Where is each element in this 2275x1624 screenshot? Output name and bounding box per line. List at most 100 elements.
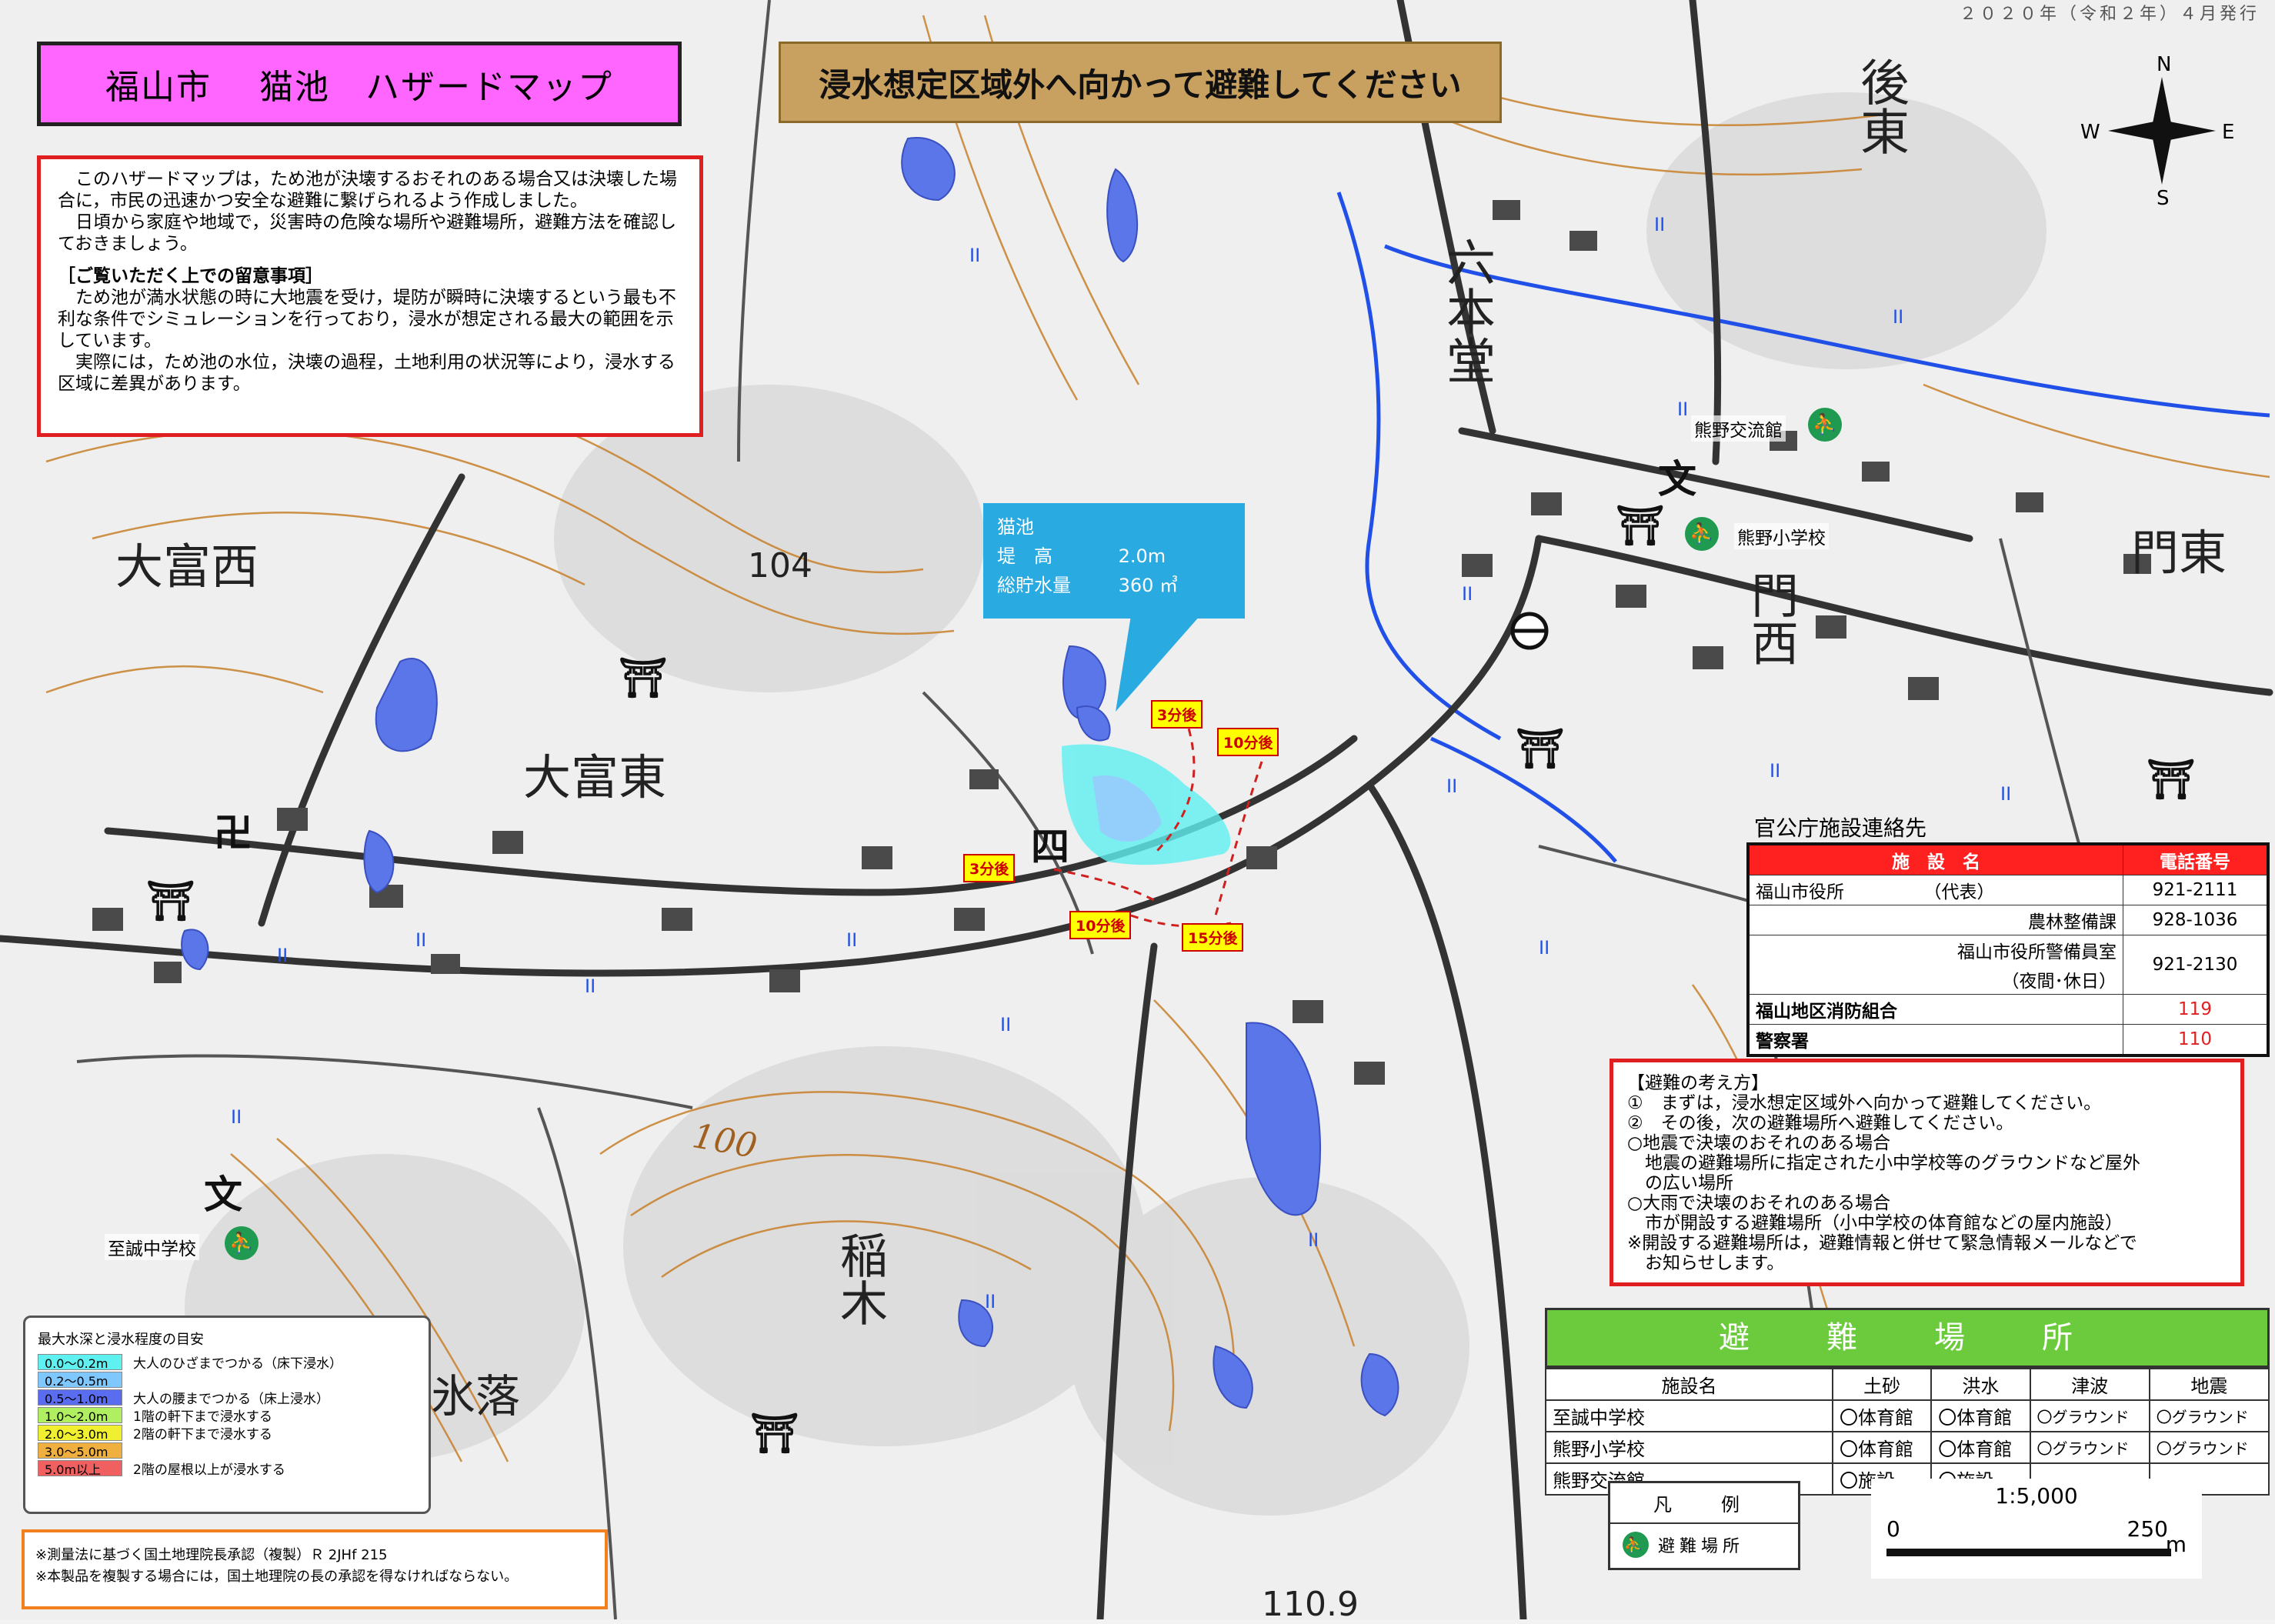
shelter-header: 土砂 bbox=[1831, 1368, 1933, 1401]
compass-w: W bbox=[2080, 121, 2100, 144]
contact-name: （夜間･休日） bbox=[1747, 965, 2123, 995]
facility-shisei-junior[interactable]: 至誠中学校 bbox=[105, 1234, 199, 1260]
svg-text:II: II bbox=[415, 929, 426, 951]
svg-text:II: II bbox=[277, 945, 288, 966]
map-title-text: 福山市 猫池 ハザードマップ bbox=[105, 68, 613, 107]
contacts-title: 官公庁施設連絡先 bbox=[1754, 815, 1927, 841]
contacts-header-phone: 電話番号 bbox=[2123, 843, 2269, 875]
depth-description: 2階の屋根以上が浸水する bbox=[133, 1462, 285, 1478]
depth-swatch: 0.2〜0.5m bbox=[38, 1372, 122, 1389]
pond-info-callout: 猫池 堤 高 2.0m 総貯水量 360 ㎥ bbox=[983, 503, 1245, 619]
shelter-header: 施設名 bbox=[1545, 1368, 1833, 1401]
shelter-cell: 〇グラウンド bbox=[2148, 1431, 2270, 1464]
facility-kumano-center[interactable]: 熊野交流館 bbox=[1691, 415, 1786, 442]
svg-text:⛩: ⛩ bbox=[1616, 503, 1664, 548]
svg-text:四: 四 bbox=[1031, 825, 1069, 869]
scale-bar-line bbox=[1886, 1549, 2171, 1556]
notice-line-2: ※本製品を複製する場合には，国土地理院の長の承認を得なければならない。 bbox=[35, 1569, 519, 1585]
legend-item: ⛹ 避難場所 bbox=[1610, 1524, 1798, 1566]
place-ushiro-higashi: 後東 bbox=[1852, 57, 1909, 155]
depth-swatch: 0.5〜1.0m bbox=[38, 1389, 122, 1406]
svg-text:II: II bbox=[985, 1291, 996, 1312]
legend-item-label: 避難場所 bbox=[1658, 1537, 1745, 1556]
svg-text:II: II bbox=[1308, 1229, 1319, 1251]
shelters-title: 避 難 場 所 bbox=[1545, 1308, 2270, 1368]
pond-storage-label: 総貯水量 bbox=[997, 575, 1071, 596]
notes-heading: ［ご覧いただく上での留意事項］ bbox=[58, 266, 323, 286]
legend-title: 凡 例 bbox=[1610, 1483, 1798, 1524]
note-2: 実際には，ため池の水位，決壊の過程，土地利用の状況等により，浸水する区域に差異が… bbox=[58, 352, 675, 394]
depth-swatch: 1.0〜2.0m bbox=[38, 1407, 122, 1424]
evacuation-line: 市が開設する避難場所（小中学校の体育館などの屋内施設） bbox=[1627, 1213, 2123, 1233]
depth-description: 大人の腰までつかる（床上浸水） bbox=[133, 1392, 329, 1407]
shelter-header: 地震 bbox=[2148, 1368, 2270, 1401]
shelter-pin-icon[interactable]: ⛹ bbox=[225, 1226, 259, 1260]
shelter-pin-icon: ⛹ bbox=[1623, 1532, 1649, 1558]
evacuation-banner-text: 浸水想定区域外へ向かって避難してください bbox=[819, 65, 1462, 104]
place-oomi-nishi: 大富西 bbox=[115, 539, 259, 595]
contact-phone: 921-2130 bbox=[2123, 935, 2269, 995]
place-oomi-higashi: 大富東 bbox=[523, 749, 667, 805]
shelter-pin-icon[interactable]: ⛹ bbox=[1808, 408, 1842, 442]
svg-text:⛩: ⛩ bbox=[619, 655, 667, 700]
contact-phone: 928-1036 bbox=[2123, 905, 2269, 935]
depth-swatch: 3.0〜5.0m bbox=[38, 1442, 122, 1459]
contact-name: 福山市役所 （代表） bbox=[1747, 875, 2123, 905]
depth-swatch: 0.0〜0.2m bbox=[38, 1354, 122, 1371]
elevation-110: 110.9 bbox=[1262, 1585, 1359, 1624]
svg-text:II: II bbox=[1770, 760, 1780, 782]
issue-date: ２０２０年（令和２年）４月発行 bbox=[1959, 5, 2260, 24]
depth-legend-row: 0.5〜1.0m 大人の腰までつかる（床上浸水） bbox=[38, 1389, 416, 1407]
evacuation-guidance: 【避難の考え方】 ① まずは，浸水想定区域外へ向かって避難してください。 ② そ… bbox=[1610, 1059, 2244, 1286]
svg-text:文: 文 bbox=[204, 1172, 242, 1217]
callout-pointer bbox=[1116, 615, 1200, 712]
intro-panel: このハザードマップは，ため池が決壊するおそれのある場合又は決壊した場合に，市民の… bbox=[37, 155, 703, 437]
depth-legend-row: 5.0m以上 2階の屋根以上が浸水する bbox=[38, 1459, 416, 1478]
pond-height-value: 2.0m bbox=[1118, 545, 1166, 567]
shelter-header: 津波 bbox=[2029, 1368, 2150, 1401]
evacuation-heading: 【避難の考え方】 bbox=[1627, 1073, 1769, 1093]
contact-name: 福山市役所警備員室 bbox=[1747, 935, 2123, 965]
svg-text:II: II bbox=[2000, 783, 2011, 805]
contacts-table: 施 設 名 電話番号 福山市役所 （代表） 921-2111 農林整備課 928… bbox=[1746, 842, 2270, 1057]
svg-text:II: II bbox=[1539, 937, 1549, 959]
svg-text:II: II bbox=[585, 975, 595, 997]
intro-paragraph-2: 日頃から家庭や地域で，災害時の危険な場所や避難場所，避難方法を確認しておきましょ… bbox=[58, 212, 677, 254]
svg-text:II: II bbox=[231, 1106, 242, 1128]
elevation-104: 104 bbox=[748, 546, 812, 585]
contacts-header-name: 施 設 名 bbox=[1747, 843, 2123, 875]
depth-swatch: 5.0m以上 bbox=[38, 1460, 122, 1477]
shelter-cell: 〇グラウンド bbox=[2148, 1399, 2270, 1432]
svg-text:II: II bbox=[1677, 398, 1688, 420]
shelter-cell: 〇グラウンド bbox=[2029, 1399, 2150, 1432]
place-mon-nishi: 門西 bbox=[1743, 571, 1799, 666]
contact-phone: 110 bbox=[2123, 1024, 2269, 1056]
place-roppondo: 六本堂 bbox=[1438, 237, 1495, 385]
shelter-header: 洪水 bbox=[1930, 1368, 2031, 1401]
table-row: 熊野小学校 〇体育館 〇体育館 〇グラウンド 〇グラウンド bbox=[1545, 1431, 2270, 1464]
contacts-panel: 官公庁施設連絡先 施 設 名 電話番号 福山市役所 （代表） 921-2111 … bbox=[1746, 812, 2270, 1057]
depth-legend-row: 0.2〜0.5m bbox=[38, 1371, 416, 1389]
evacuation-line: ○地震で決壊のおそれのある場合 bbox=[1627, 1133, 1891, 1153]
svg-text:卍: 卍 bbox=[214, 811, 252, 855]
evacuation-line: ② その後，次の避難場所へ避難してください。 bbox=[1627, 1113, 2014, 1133]
svg-text:⛩: ⛩ bbox=[146, 879, 195, 923]
contact-name: 福山地区消防組合 bbox=[1747, 994, 2123, 1025]
evacuation-line: 地震の避難場所に指定された小中学校等のグラウンドなど屋外 bbox=[1627, 1153, 2140, 1173]
scale-ratio: 1:5,000 bbox=[1995, 1483, 2078, 1509]
depth-legend-row: 3.0〜5.0m bbox=[38, 1442, 416, 1459]
shelter-pin-icon[interactable]: ⛹ bbox=[1685, 517, 1719, 551]
table-row: 警察署 110 bbox=[1747, 1024, 2269, 1056]
table-row: 福山地区消防組合 119 bbox=[1747, 994, 2269, 1025]
table-row: 農林整備課 928-1036 bbox=[1747, 905, 2269, 935]
depth-swatch: 2.0〜3.0m bbox=[38, 1425, 122, 1442]
shelters-table: 施設名 土砂 洪水 津波 地震 至誠中学校 〇体育館 〇体育館 〇グラウンド 〇… bbox=[1545, 1368, 2270, 1496]
depth-description: 大人のひざまでつかる（床下浸水） bbox=[133, 1356, 342, 1372]
evacuation-line: ① まずは，浸水想定区域外へ向かって避難してください。 bbox=[1627, 1093, 2102, 1113]
compass-n: N bbox=[2157, 54, 2171, 76]
evacuation-banner: 浸水想定区域外へ向かって避難してください bbox=[779, 42, 1502, 123]
facility-kumano-elementary[interactable]: 熊野小学校 bbox=[1734, 523, 1829, 549]
